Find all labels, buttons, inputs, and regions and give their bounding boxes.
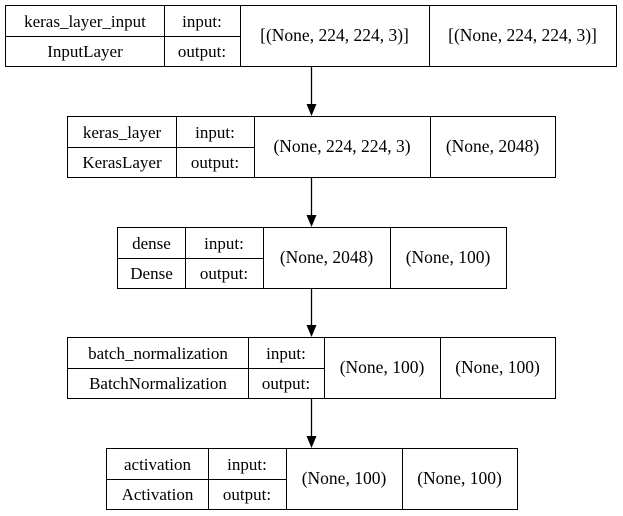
input-shape: (None, 2048) <box>279 247 374 268</box>
col-divider <box>254 117 255 177</box>
output-shape: (None, 2048) <box>445 136 540 157</box>
layer-type: KerasLayer <box>82 152 162 172</box>
col-divider <box>185 228 186 288</box>
input-shape: [(None, 224, 224, 3)] <box>260 25 409 46</box>
layer-name: keras_layer_input <box>24 11 146 31</box>
layer-type: Activation <box>121 484 194 504</box>
col-divider <box>164 6 165 66</box>
output-label: output: <box>177 41 227 61</box>
output-label: output: <box>190 152 240 172</box>
edge-arrow <box>306 289 317 337</box>
layer-name: keras_layer <box>82 122 162 142</box>
output-shape: (None, 100) <box>417 468 502 489</box>
col-divider <box>248 338 249 398</box>
input-shape: (None, 224, 224, 3) <box>273 136 411 157</box>
input-label: input: <box>195 122 235 142</box>
layer-node-batch-normalization: batch_normalization BatchNormalization i… <box>67 337 556 399</box>
row-divider <box>118 258 263 259</box>
edge-arrow <box>306 399 317 448</box>
layer-name: dense <box>132 233 171 253</box>
input-label: input: <box>227 454 267 474</box>
input-shape: (None, 100) <box>339 357 425 378</box>
edge-arrow <box>306 67 317 116</box>
output-shape: (None, 100) <box>405 247 491 268</box>
col-divider <box>208 449 209 509</box>
row-divider <box>68 368 324 369</box>
row-divider <box>107 479 286 480</box>
col-divider <box>176 117 177 177</box>
layer-node-dense: dense Dense input: output: (None, 2048) … <box>117 227 507 289</box>
output-label: output: <box>261 373 311 393</box>
col-divider <box>429 6 430 66</box>
layer-node-keras-layer: keras_layer KerasLayer input: output: (N… <box>67 116 556 178</box>
col-divider <box>440 338 441 398</box>
input-shape: (None, 100) <box>301 468 387 489</box>
output-label: output: <box>199 263 249 283</box>
layer-type: InputLayer <box>47 41 123 61</box>
input-label: input: <box>204 233 244 253</box>
layer-type: Dense <box>130 263 173 283</box>
row-divider <box>68 147 254 148</box>
layer-name: activation <box>123 454 192 474</box>
edge-arrow <box>306 178 317 227</box>
output-shape: (None, 100) <box>455 357 540 378</box>
row-divider <box>6 36 240 37</box>
layer-type: BatchNormalization <box>89 373 227 393</box>
layer-node-activation: activation Activation input: output: (No… <box>106 448 518 510</box>
output-shape: [(None, 224, 224, 3)] <box>448 25 597 46</box>
col-divider <box>390 228 391 288</box>
col-divider <box>286 449 287 509</box>
col-divider <box>430 117 431 177</box>
output-label: output: <box>222 484 272 504</box>
layer-node-keras-layer-input: keras_layer_input InputLayer input: outp… <box>5 5 617 67</box>
col-divider <box>263 228 264 288</box>
input-label: input: <box>266 343 306 363</box>
col-divider <box>324 338 325 398</box>
col-divider <box>402 449 403 509</box>
col-divider <box>240 6 241 66</box>
input-label: input: <box>182 11 222 31</box>
layer-name: batch_normalization <box>88 343 228 363</box>
